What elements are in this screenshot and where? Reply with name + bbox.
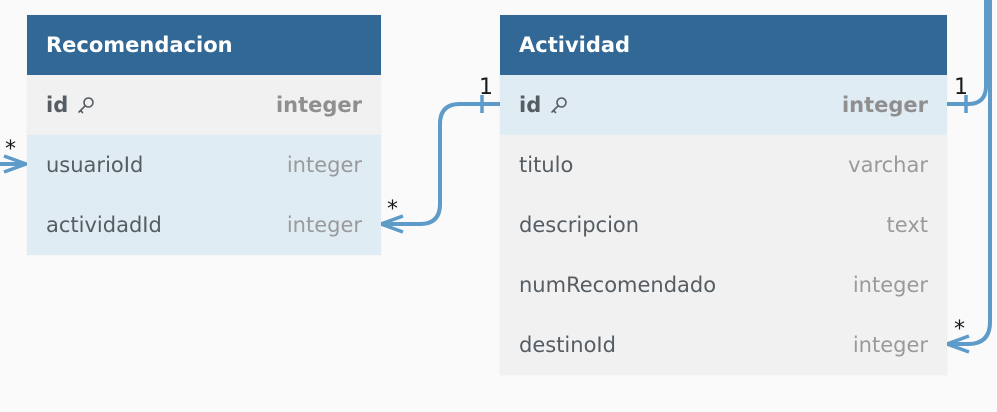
field-name: destinoId — [519, 333, 616, 357]
field-name: id — [519, 93, 542, 117]
cardinality-many-actividadid: * — [387, 197, 398, 222]
field-row-usuarioid[interactable]: usuarioId integer — [27, 135, 381, 195]
field-type: integer — [286, 213, 362, 237]
cardinality-one-actividad-id-right: 1 — [954, 75, 968, 100]
crowfoot-actividadid — [379, 214, 404, 234]
crowfoot-destinoid — [945, 334, 970, 354]
field-name: descripcion — [519, 213, 640, 237]
table-title[interactable]: Recomendacion — [27, 15, 381, 75]
key-icon — [76, 95, 96, 115]
connector-actividadid-to-actividad-id — [381, 102, 500, 226]
field-name: usuarioId — [46, 153, 144, 177]
cardinality-many-usuarioid: * — [5, 137, 16, 162]
key-icon — [549, 95, 569, 115]
field-row-titulo[interactable]: titulo varchar — [500, 135, 947, 195]
cardinality-one-actividad-id: 1 — [479, 75, 493, 100]
cardinality-many-destinoid: * — [954, 317, 965, 342]
field-row-id[interactable]: id integer — [27, 75, 381, 135]
connector-actividad-id-out — [947, 0, 988, 106]
connector-destinoid-out — [947, 0, 992, 346]
field-row-actividadid[interactable]: actividadId integer — [27, 195, 381, 255]
field-row-destinoid[interactable]: destinoId integer — [500, 315, 947, 375]
table-recomendacion[interactable]: Recomendacion id integer usuarioId integ… — [27, 15, 381, 255]
field-row-descripcion[interactable]: descripcion text — [500, 195, 947, 255]
field-name: id — [46, 93, 69, 117]
field-type: varchar — [848, 153, 928, 177]
field-type: integer — [275, 93, 362, 117]
field-name: numRecomendado — [519, 273, 717, 297]
table-title[interactable]: Actividad — [500, 15, 947, 75]
field-type: text — [886, 213, 928, 237]
field-type: integer — [841, 93, 928, 117]
table-actividad[interactable]: Actividad id integer titulo varchar desc… — [500, 15, 947, 375]
field-name: actividadId — [46, 213, 162, 237]
field-name: titulo — [519, 153, 574, 177]
field-type: integer — [852, 333, 928, 357]
field-type: integer — [852, 273, 928, 297]
field-row-id[interactable]: id integer — [500, 75, 947, 135]
crowfoot-usuarioid — [3, 154, 28, 174]
field-type: integer — [286, 153, 362, 177]
field-row-numrecomendado[interactable]: numRecomendado integer — [500, 255, 947, 315]
